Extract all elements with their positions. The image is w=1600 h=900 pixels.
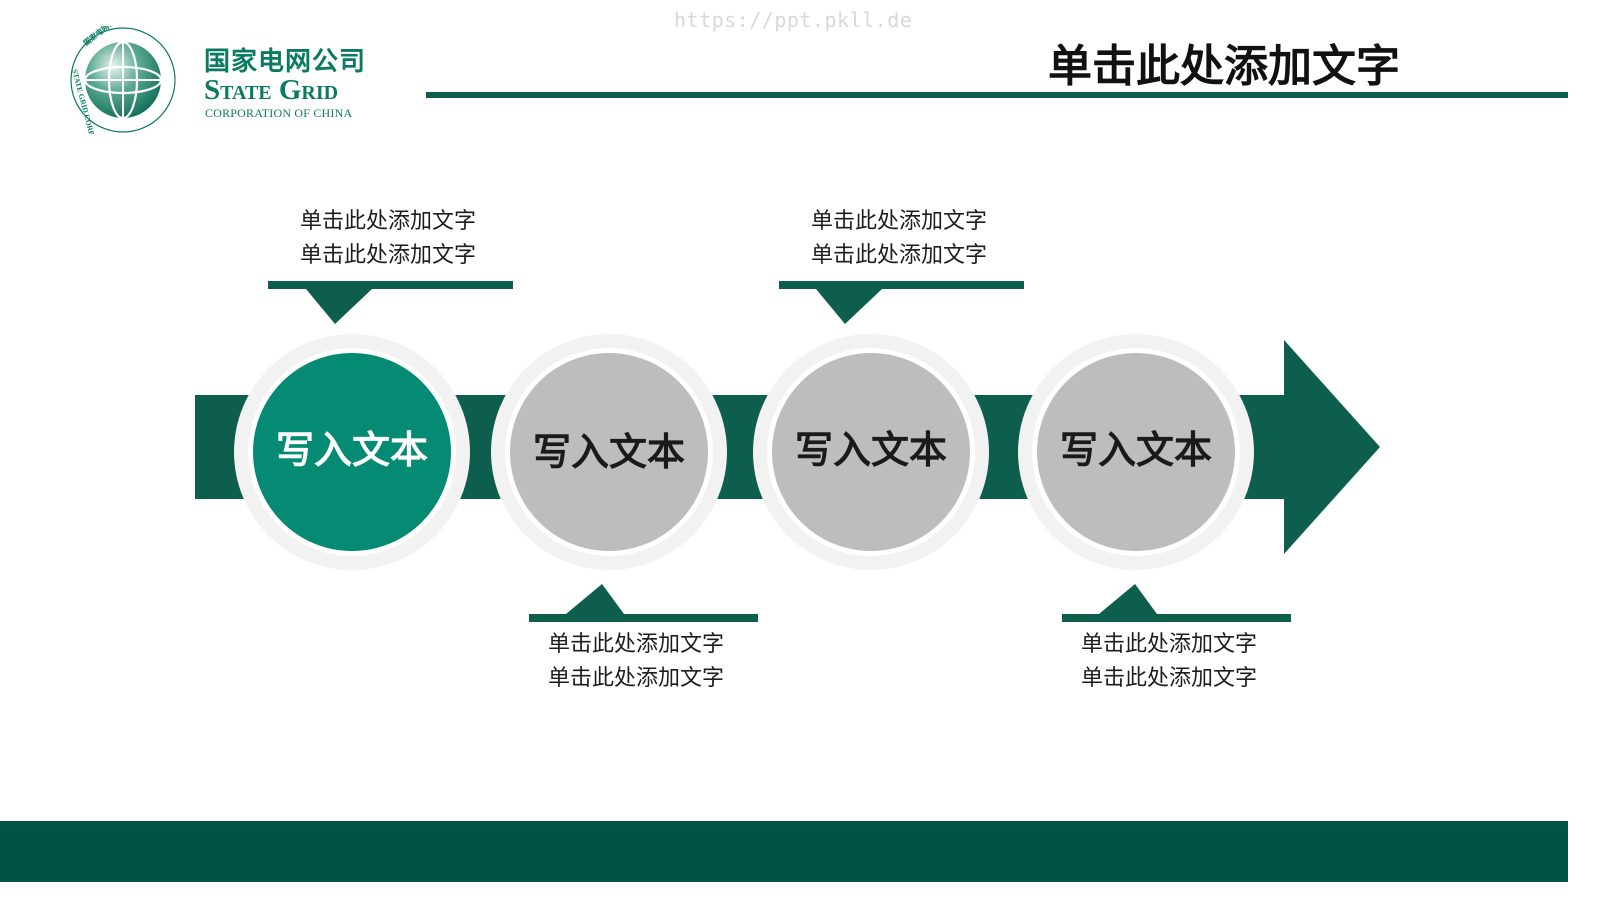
callout-3-line-2: 单击此处添加文字 — [810, 243, 987, 268]
process-step-1[interactable] — [234, 334, 470, 570]
header-rule — [426, 92, 1568, 98]
step-4-disc — [1037, 353, 1235, 551]
step-4-label[interactable]: 写入文本 — [1059, 428, 1212, 472]
step-1-label[interactable]: 写入文本 — [275, 428, 428, 472]
process-step-4[interactable] — [1018, 334, 1254, 570]
process-step-3[interactable] — [753, 334, 989, 570]
footer-bar — [0, 821, 1568, 882]
callout-3-text[interactable]: 单击此处添加文字 单击此处添加文字 — [769, 205, 1029, 273]
watermark-url: https://ppt.pkll.de — [674, 8, 913, 32]
step-3-disc — [772, 353, 970, 551]
step-1-disc — [253, 353, 451, 551]
callout-1-text[interactable]: 单击此处添加文字 单击此处添加文字 — [258, 205, 518, 273]
logo-name-en: State Grid — [204, 74, 339, 106]
state-grid-emblem-icon: 国家电网公司 STATE GRID CORPORATION OF CHINA — [70, 26, 176, 134]
callout-4-pointer — [1062, 584, 1291, 622]
callout-1-pointer — [268, 281, 513, 324]
logo-name-cn: 国家电网公司 — [204, 47, 367, 77]
state-grid-logo: 国家电网公司 STATE GRID CORPORATION OF CHINA 国… — [66, 26, 411, 134]
callout-1-line-2: 单击此处添加文字 — [299, 243, 476, 268]
callout-1-line-1: 单击此处添加文字 — [299, 209, 476, 234]
process-step-2[interactable] — [491, 334, 727, 570]
slide-title[interactable]: 单击此处添加文字 — [1048, 41, 1400, 92]
step-2-label[interactable]: 写入文本 — [532, 430, 685, 474]
callout-2-line-2: 单击此处添加文字 — [547, 666, 724, 691]
logo-subtitle: CORPORATION OF CHINA — [205, 106, 353, 120]
step-2-disc — [510, 353, 708, 551]
callout-2-line-1: 单击此处添加文字 — [547, 632, 724, 657]
step-3-label[interactable]: 写入文本 — [794, 428, 947, 472]
process-diagram — [195, 281, 1380, 622]
callout-2-text[interactable]: 单击此处添加文字 单击此处添加文字 — [506, 628, 766, 696]
callout-4-text[interactable]: 单击此处添加文字 单击此处添加文字 — [1039, 628, 1299, 696]
callout-4-line-2: 单击此处添加文字 — [1080, 666, 1257, 691]
arrow-head — [1284, 340, 1380, 554]
callout-3-line-1: 单击此处添加文字 — [810, 209, 987, 234]
callout-4-line-1: 单击此处添加文字 — [1080, 632, 1257, 657]
callout-3-pointer — [779, 281, 1024, 324]
callout-2-pointer — [529, 584, 758, 622]
